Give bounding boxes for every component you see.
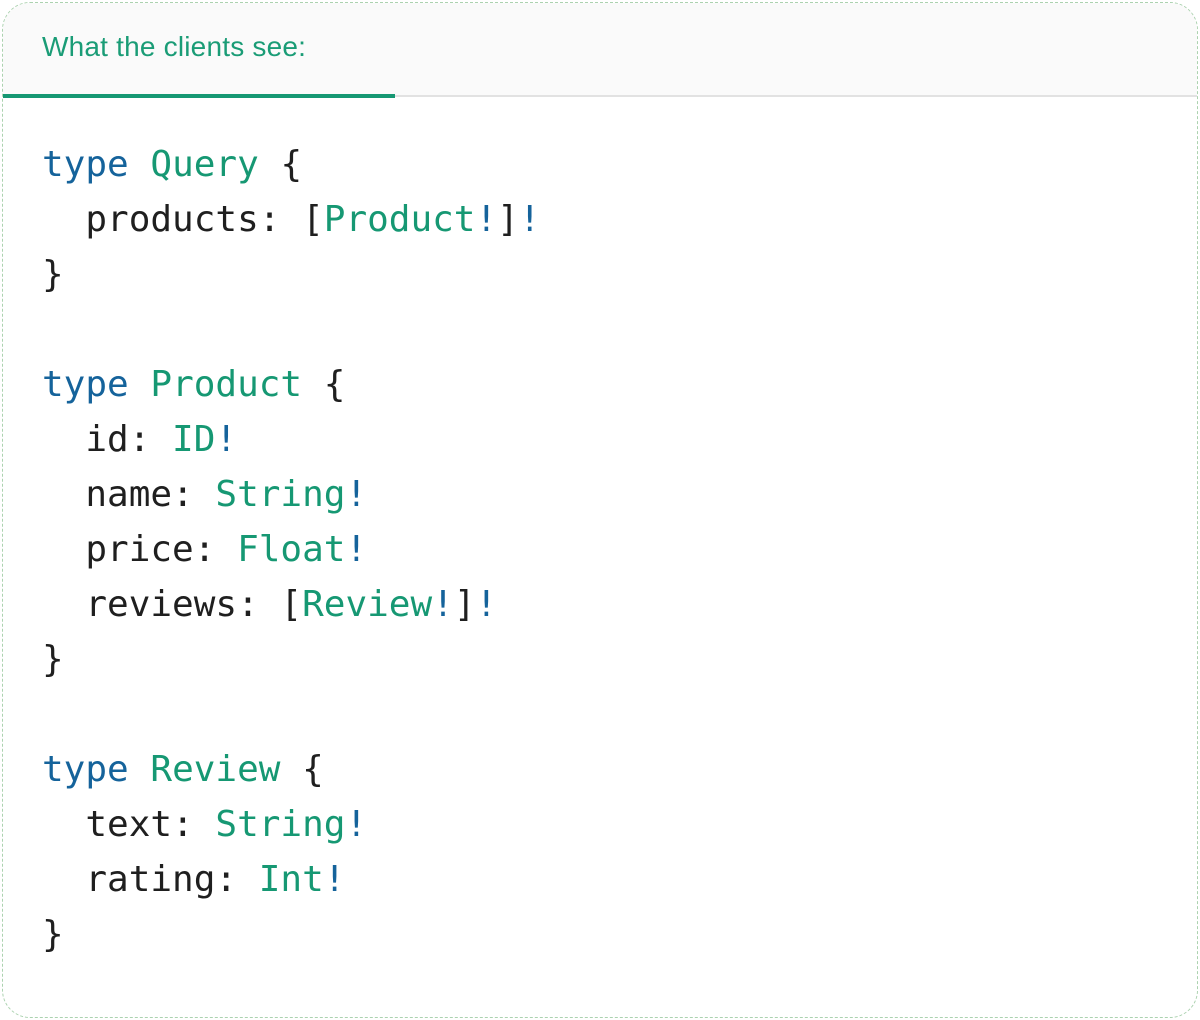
code-token-plain: id: xyxy=(42,419,173,460)
code-line: reviews: [Review!]! xyxy=(42,577,1177,632)
code-token-type: Query xyxy=(150,144,259,185)
code-token-plain: } xyxy=(42,914,64,955)
code-token-bang: ! xyxy=(345,529,368,570)
code-token-bang: ! xyxy=(215,419,238,460)
code-token-bang: ! xyxy=(432,584,454,625)
code-line: } xyxy=(42,247,1177,302)
graphql-schema-code: type Query { products: [Product!]!}type … xyxy=(3,97,1197,962)
code-token-keyword: type xyxy=(42,144,129,185)
code-token-plain: text: xyxy=(42,804,216,845)
code-line: rating: Int! xyxy=(42,852,1177,907)
code-token-plain: name: xyxy=(42,474,216,515)
card-header: What the clients see: xyxy=(3,3,1197,98)
code-line xyxy=(42,302,1177,357)
code-token-plain: products: [ xyxy=(42,199,324,240)
code-token-plain: price: xyxy=(42,529,238,570)
code-token-plain: { xyxy=(258,144,303,185)
code-token-plain: rating: xyxy=(42,859,259,900)
code-line: text: String! xyxy=(42,797,1177,852)
code-token-bang: ! xyxy=(345,804,368,845)
code-token-plain: } xyxy=(42,254,64,295)
code-token-type: Review xyxy=(302,584,433,625)
code-token-type: String xyxy=(215,804,346,845)
code-token-bang: ! xyxy=(475,199,498,240)
code-token-plain xyxy=(129,144,151,185)
code-line: } xyxy=(42,632,1177,687)
code-token-bang: ! xyxy=(323,859,346,900)
code-token-plain: } xyxy=(42,639,64,680)
code-token-bang: ! xyxy=(475,584,498,625)
tab-what-clients-see[interactable]: What the clients see: xyxy=(3,3,348,95)
code-token-bang: ! xyxy=(518,199,541,240)
code-token-keyword: type xyxy=(42,364,129,405)
code-token-type: Float xyxy=(237,529,346,570)
code-token-type: ID xyxy=(172,419,216,460)
code-token-type: Product xyxy=(323,199,476,240)
code-token-keyword: type xyxy=(42,749,129,790)
code-token-plain xyxy=(129,364,151,405)
tab-active-indicator xyxy=(3,94,395,98)
code-line: id: ID! xyxy=(42,412,1177,467)
code-token-bang: ! xyxy=(345,474,368,515)
code-line: products: [Product!]! xyxy=(42,192,1177,247)
code-token-type: Product xyxy=(150,364,303,405)
code-token-plain: reviews: [ xyxy=(42,584,303,625)
code-token-plain: ] xyxy=(497,199,519,240)
code-line: name: String! xyxy=(42,467,1177,522)
code-line xyxy=(42,687,1177,742)
code-line: price: Float! xyxy=(42,522,1177,577)
code-line: type Review { xyxy=(42,742,1177,797)
code-token-plain: { xyxy=(302,364,346,405)
code-line: type Query { xyxy=(42,137,1177,192)
code-token-plain xyxy=(129,749,151,790)
code-token-plain: ] xyxy=(453,584,476,625)
code-token-plain: { xyxy=(280,749,324,790)
code-token-type: Int xyxy=(258,859,324,900)
code-line: type Product { xyxy=(42,357,1177,412)
tab-label: What the clients see: xyxy=(42,31,307,62)
code-token-type: Review xyxy=(150,749,281,790)
code-line: } xyxy=(42,907,1177,962)
code-token-type: String xyxy=(215,474,346,515)
